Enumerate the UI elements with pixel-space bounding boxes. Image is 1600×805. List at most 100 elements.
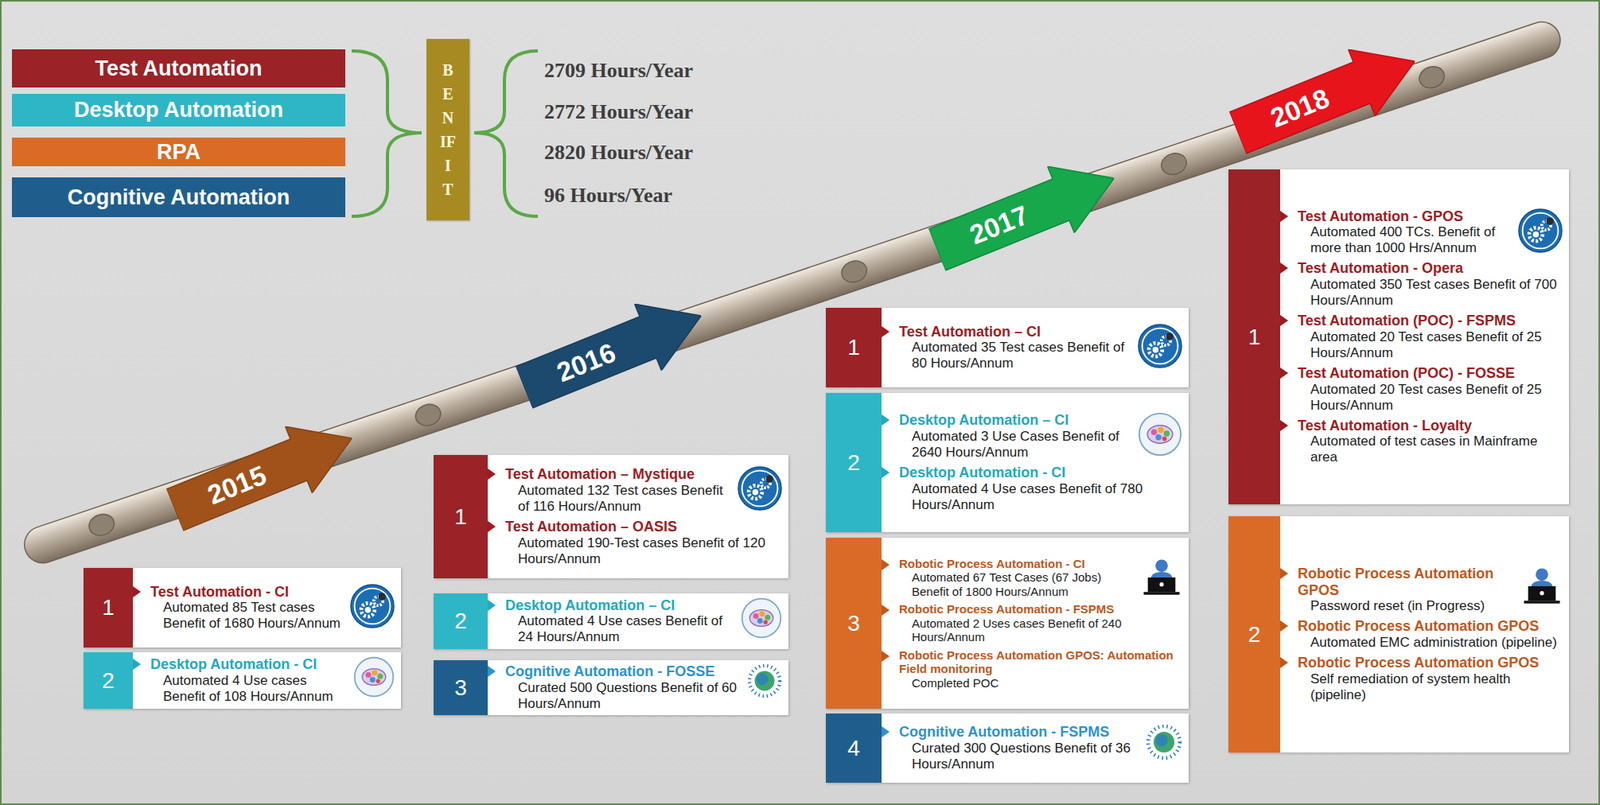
benefit-value: 2820 Hours/Year (544, 140, 693, 165)
callout-number: 3 (454, 675, 468, 701)
entry-body: Automated 400 TCs. Benefit of more than … (1286, 224, 1563, 257)
entry-heading: Robotic Process Automation GPOS (1286, 654, 1563, 672)
entry-body: Automated of test cases in Mainframe are… (1286, 433, 1563, 466)
number-tab: 2 (1228, 516, 1281, 753)
entry-heading: Test Automation - CI (139, 583, 395, 601)
globe-icon (747, 663, 783, 699)
project-panel: 2Desktop Automation – CIAutomated 3 Use … (825, 393, 1189, 533)
entry-heading: Cognitive Automation - FOSSE (494, 663, 783, 681)
year-label: 2018 (1229, 62, 1371, 154)
project-panel: 2Robotic Process Automation GPOSPassword… (1228, 516, 1569, 753)
timeline-dot (838, 257, 870, 286)
callout-number: 2 (454, 608, 468, 635)
callout-number: 1 (101, 595, 115, 621)
callout-number: 4 (847, 735, 861, 762)
entry-heading: Test Automation - Loyalty (1286, 417, 1563, 435)
gear-icon (1518, 208, 1563, 254)
year-arrow: 2018 (1224, 27, 1429, 166)
entry-heading: Test Automation - GPOS (1286, 208, 1563, 226)
globe-icon-shape (749, 665, 780, 697)
panel-body: Test Automation – CIAutomated 35 Test ca… (881, 307, 1189, 388)
entry-body: Automated 20 Test cases Benefit of 25 Ho… (1286, 329, 1563, 362)
entry-heading: Robotic Process Automation GPOS (1286, 618, 1563, 635)
entry-body: Automated 2 Uses cases Benefit of 240 Ho… (887, 616, 1183, 645)
panel-text: Desktop Automation - CIAutomated 4 Use c… (139, 656, 395, 705)
panel-body: Cognitive Automation - FOSSECurated 500 … (487, 660, 789, 716)
entry-heading: Test Automation (POC) - FOSSE (1286, 365, 1563, 382)
brain-icon (353, 656, 395, 698)
gear-icon-shape (1518, 208, 1562, 252)
panel-body: Desktop Automation – CIAutomated 4 Use c… (487, 593, 789, 650)
category-bar: Cognitive Automation (11, 177, 346, 218)
panel-body: Test Automation - GPOSAutomated 400 TCs.… (1280, 169, 1569, 505)
gear-icon (1137, 323, 1183, 369)
callout-number: 3 (847, 611, 861, 637)
entry-body: Automated 85 Test cases Benefit of 1680 … (139, 599, 395, 632)
category-label: Test Automation (95, 56, 263, 82)
brain-icon-shape (354, 657, 394, 697)
globe-icon (1145, 724, 1183, 761)
entry-body: Automated 20 Test cases Benefit of 25 Ho… (1286, 381, 1563, 414)
project-panel: 4 Cognitive Automation - FSPMSCurated 300… (825, 713, 1189, 783)
number-tab: 2 (433, 593, 488, 650)
year-arrow: 2016 (510, 282, 715, 421)
entry-body: Automated EMC administration (pipeline) (1286, 634, 1563, 651)
category-label: RPA (156, 140, 201, 165)
entry-body: Automated 4 Use cases Benefit of 780 Hou… (887, 481, 1183, 514)
entry-body: Curated 500 Questions Benefit of 60 Hour… (494, 680, 783, 713)
panel-text: Test Automation – CIAutomated 35 Test ca… (887, 323, 1183, 373)
year-arrow: 2017 (923, 144, 1128, 283)
number-tab: 1 (83, 568, 133, 648)
globe-icon-shape (1148, 726, 1180, 759)
panel-body: Desktop Automation - CIAutomated 4 Use c… (132, 652, 401, 709)
brain-icon (740, 597, 783, 639)
entry-heading: Test Automation (POC) - FSPMS (1286, 312, 1563, 330)
panel-body: Robotic Process Automation GPOSPassword … (1280, 516, 1569, 753)
year-arrow: 2015 (161, 404, 366, 543)
project-panel: 3 Cognitive Automation - FOSSECurated 500… (433, 660, 789, 716)
number-tab: 3 (433, 660, 488, 716)
panel-text: Robotic Process Automation GPOSPassword … (1286, 565, 1563, 704)
number-tab: 4 (825, 713, 882, 783)
number-tab: 3 (825, 537, 882, 709)
gear-icon (350, 583, 395, 629)
entry-body: Automated 4 Use cases Benefit of 24 Hour… (494, 613, 783, 646)
timeline-dot (1416, 63, 1448, 92)
panel-text: Cognitive Automation - FSPMSCurated 300 … (887, 724, 1183, 773)
panel-body: Test Automation - CIAutomated 85 Test ca… (132, 568, 401, 648)
entry-body: Automated 350 Test cases Benefit of 700 … (1286, 276, 1563, 309)
brain-icon (1137, 412, 1183, 457)
gear-icon-shape (1138, 324, 1182, 368)
category-bar: Desktop Automation (11, 93, 346, 127)
benefit-label: BENIFIT (439, 58, 456, 202)
curly-bracket (351, 50, 422, 217)
gear-icon-shape (350, 584, 394, 628)
callout-number: 2 (101, 668, 115, 694)
robot-icon (1140, 556, 1183, 599)
project-panel: 1Test Automation - GPOSAutomated 400 TCs… (1228, 169, 1569, 505)
entry-heading: Desktop Automation - CI (139, 656, 395, 674)
robot-icon-shape (1143, 559, 1180, 595)
number-tab: 2 (825, 393, 882, 533)
timeline-dot (85, 510, 117, 539)
number-tab: 2 (83, 652, 133, 709)
benefit-value: 2709 Hours/Year (544, 58, 693, 83)
callout-number: 1 (454, 504, 468, 530)
entry-body: Automated 4 Use cases Benefit of 108 Hou… (139, 673, 395, 705)
timeline-dot (1158, 150, 1190, 179)
arrow-body (923, 144, 1128, 283)
gear-icon-shape (738, 467, 782, 510)
brain-icon-shape (1139, 413, 1181, 456)
panel-text: Test Automation - CIAutomated 85 Test ca… (139, 583, 395, 633)
entry-body: Completed POC (887, 676, 1183, 691)
benefit-box: BENIFIT (426, 38, 470, 221)
project-panel: 1 Test Automation - CIAutomated 85 Test c… (83, 568, 401, 648)
curly-bracket (474, 50, 538, 217)
project-panel: 1Test Automation – CIAutomated 35 Test c… (825, 307, 1189, 388)
project-panel: 2 Desktop Automation – CIAutomated 4 Use … (433, 593, 789, 650)
entry-heading: Robotic Process Automation GPOS (1286, 565, 1563, 599)
category-bar: Test Automation (11, 49, 346, 88)
arrow-body (1224, 27, 1429, 166)
entry-heading: Desktop Automation – CI (494, 597, 783, 615)
